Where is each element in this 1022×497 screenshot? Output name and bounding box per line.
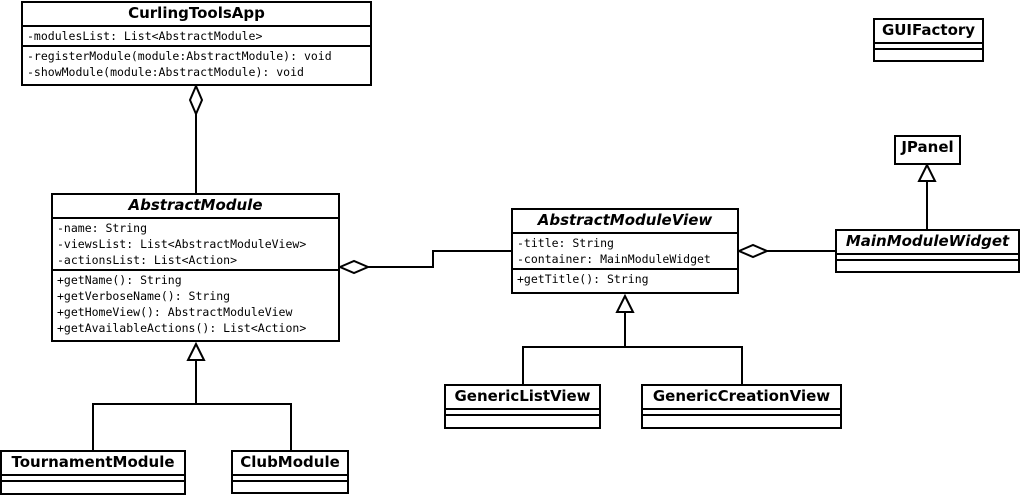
class-abstract-module-view: AbstractModuleView -title: String -conta… [511,208,739,294]
class-generic-list-view: GenericListView [444,384,601,429]
method: +getHomeView(): AbstractModuleView [57,305,293,319]
methods-section [2,480,184,486]
class-name: AbstractModule [128,196,263,214]
class-curling-tools-app: CurlingToolsApp -modulesList: List<Abstr… [21,1,372,86]
class-main-module-widget: MainModuleWidget [835,229,1020,273]
attributes-section [446,408,599,414]
attributes-section: -modulesList: List<AbstractModule> [23,25,370,45]
methods-section: +getTitle(): String [513,268,737,288]
class-abstract-module: AbstractModule -name: String -viewsList:… [51,193,340,342]
attributes-section: -title: String -container: MainModuleWid… [513,232,737,268]
aggregation-module-view [337,250,512,275]
methods-section [643,414,840,420]
class-name: ClubModule [240,453,340,471]
methods-section: -registerModule(module:AbstractModule): … [23,45,370,81]
generalization-modules-abstractmodule [92,341,292,451]
attributes-section [2,474,184,480]
method: +getTitle(): String [517,272,649,286]
class-tournament-module: TournamentModule [0,450,186,495]
attribute: -modulesList: List<AbstractModule> [27,29,263,43]
class-jpanel: JPanel [894,135,961,165]
attribute: -name: String [57,221,148,235]
methods-section [233,480,347,486]
class-name: GUIFactory [881,21,976,39]
class-name: JPanel [901,138,954,156]
attributes-section [837,253,1018,259]
aggregation-app-module [188,83,204,194]
generalization-widget-jpanel [917,162,937,230]
class-name: GenericCreationView [652,387,831,405]
methods-section: +getName(): String +getVerboseName(): St… [53,269,338,337]
methods-section [875,48,982,54]
class-name: TournamentModule [11,453,175,471]
methods-section [837,259,1018,265]
method: -registerModule(module:AbstractModule): … [27,49,332,63]
methods-section [446,414,599,420]
attributes-section [875,42,982,48]
method: +getVerboseName(): String [57,289,231,303]
class-generic-creation-view: GenericCreationView [641,384,842,429]
class-gui-factory: GUIFactory [873,18,984,62]
attribute: -viewsList: List<AbstractModuleView> [57,237,307,251]
class-club-module: ClubModule [231,450,349,494]
method: -showModule(module:AbstractModule): void [27,65,304,79]
class-name: AbstractModuleView [537,211,713,229]
attributes-section [233,474,347,480]
attribute: -actionsList: List<Action> [57,253,238,267]
generalization-views-abstractview [522,293,743,385]
class-name: CurlingToolsApp [128,4,265,22]
attribute: -title: String [517,236,614,250]
method: +getAvailableActions(): List<Action> [57,321,307,335]
class-name: MainModuleWidget [845,232,1010,250]
attributes-section: -name: String -viewsList: List<AbstractM… [53,217,338,269]
attributes-section [643,408,840,414]
method: +getName(): String [57,273,182,287]
class-name: GenericListView [454,387,591,405]
attribute: -container: MainModuleWidget [517,252,711,266]
aggregation-view-widget [736,243,836,259]
